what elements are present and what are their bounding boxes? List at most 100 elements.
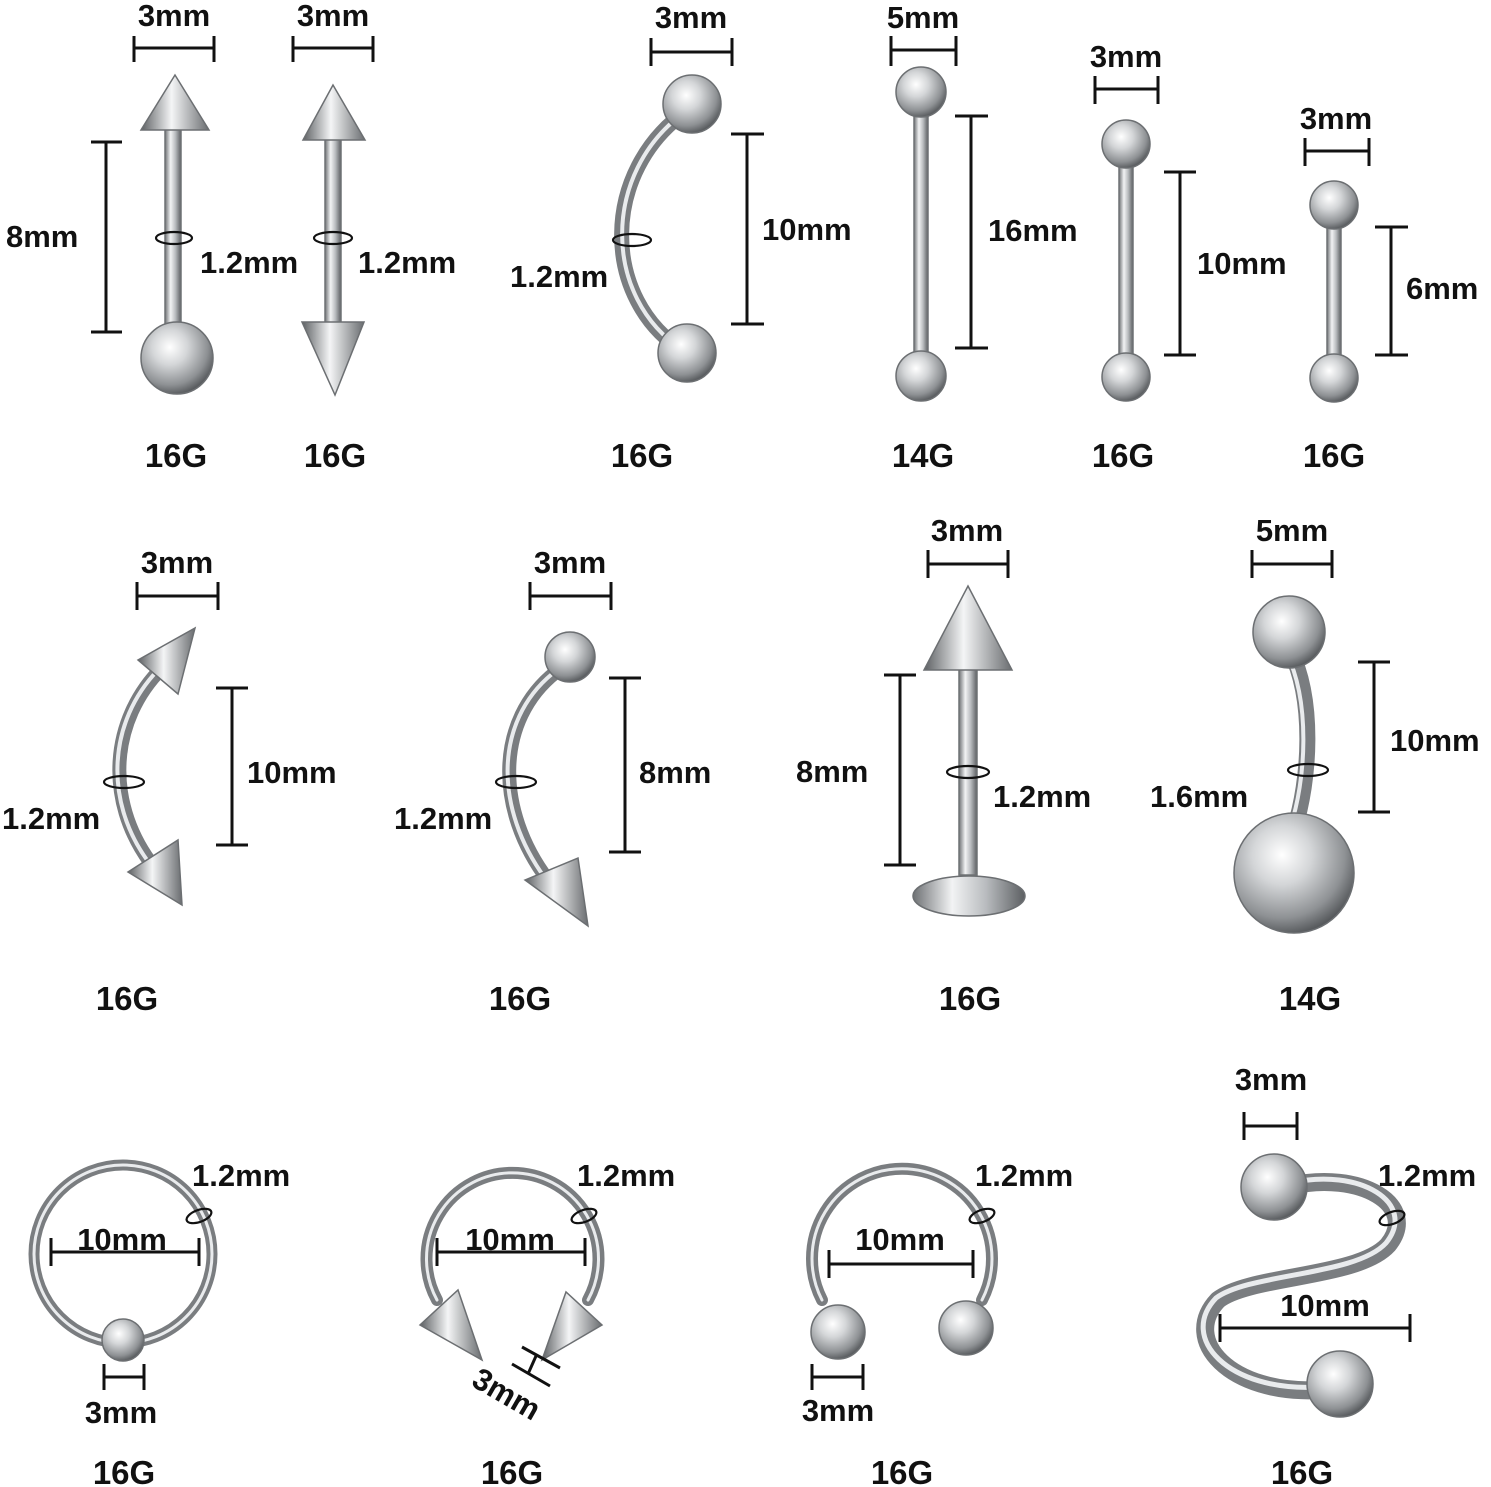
item-2-thickness-ring	[312, 230, 354, 246]
item-5-length-label: 10mm	[1197, 246, 1287, 281]
item-8-ball-dim	[528, 582, 613, 610]
item-8-ball-label: 3mm	[534, 545, 606, 580]
item-1-length-dim	[91, 140, 122, 334]
item-3-thickness-label: 1.2mm	[510, 259, 608, 294]
item-11-diameter-dim	[49, 1238, 201, 1266]
item-1-straight-barbell: 3mm 8mm 1.2mm 16G	[6, 0, 298, 474]
item-11-gauge-label: 16G	[93, 1454, 155, 1487]
item-8-length-dim	[609, 676, 641, 854]
item-13-diameter-label: 10mm	[855, 1222, 945, 1257]
item-2-spike-bottom	[300, 321, 366, 397]
item-3-ball-bottom	[657, 323, 717, 383]
item-14-diameter-label: 10mm	[1280, 1288, 1370, 1323]
item-5-gauge-label: 16G	[1092, 437, 1154, 474]
item-9-spike-top	[922, 584, 1014, 671]
item-11-captive-bead-ring: 10mm 1.2mm 3mm 16G	[28, 1158, 290, 1487]
item-14-twister-spiral: 3mm 1.2mm 10mm 16G	[1196, 1062, 1476, 1487]
item-1-ball-bottom	[140, 321, 214, 395]
item-14-thickness-ring	[1378, 1209, 1406, 1227]
item-7-length-label: 10mm	[247, 755, 337, 790]
item-2-spike-top	[301, 83, 367, 141]
item-4-bar	[913, 99, 929, 371]
item-12-diameter-dim	[435, 1238, 587, 1266]
item-9-labret: 3mm 8mm 1.2mm 16G	[796, 513, 1091, 1017]
item-3-ball-label: 3mm	[655, 0, 727, 35]
item-8-gauge-label: 16G	[489, 980, 551, 1017]
item-13-thickness-label: 1.2mm	[975, 1158, 1073, 1193]
item-4-gauge-label: 14G	[892, 437, 954, 474]
item-14-diameter-dim	[1218, 1314, 1412, 1342]
item-13-thickness-ring	[968, 1207, 996, 1225]
item-7-ball-dim	[135, 582, 220, 610]
item-10-thickness-ring	[1286, 762, 1330, 778]
item-3-ball-dim	[649, 38, 734, 66]
item-12-ball-label: 3mm	[467, 1361, 547, 1427]
item-4-ball-label: 5mm	[887, 0, 959, 35]
item-1-spike-top	[139, 73, 211, 131]
item-11-thickness-label: 1.2mm	[192, 1158, 290, 1193]
item-13-ball-dim	[810, 1364, 865, 1390]
item-13-gauge-label: 16G	[871, 1454, 933, 1487]
item-3-ball-top	[662, 74, 722, 134]
item-8-curved-barbell: 3mm 8mm 1.2mm 16G	[394, 545, 711, 1017]
item-6-length-dim	[1375, 225, 1408, 357]
item-8-ball-top	[544, 631, 596, 683]
item-12-horseshoe-spikes: 10mm 1.2mm 3mm 16G	[418, 1158, 675, 1487]
item-5-ball-top	[1101, 119, 1151, 169]
item-14-ball-top	[1240, 1153, 1308, 1221]
item-3-thickness-ring	[611, 232, 653, 248]
item-9-ball-dim	[926, 550, 1010, 578]
item-3-gauge-label: 16G	[611, 437, 673, 474]
item-10-ball-top	[1252, 595, 1326, 669]
item-10-gauge-label: 14G	[1279, 980, 1341, 1017]
item-10-ball-label: 5mm	[1256, 513, 1328, 548]
item-9-thickness-label: 1.2mm	[993, 779, 1091, 814]
item-7-spike-bottom	[126, 838, 183, 907]
item-7-gauge-label: 16G	[96, 980, 158, 1017]
item-8-length-label: 8mm	[639, 755, 711, 790]
item-14-thickness-label: 1.2mm	[1378, 1158, 1476, 1193]
item-1-thickness-label: 1.2mm	[200, 245, 298, 280]
item-12-diameter-label: 10mm	[465, 1222, 555, 1257]
item-6-ball-top	[1309, 180, 1359, 230]
item-1-ball-dim	[132, 36, 216, 62]
item-10-thickness-label: 1.6mm	[1150, 779, 1248, 814]
item-11-diameter-label: 10mm	[77, 1222, 167, 1257]
item-7-bar	[112, 661, 169, 869]
item-8-thickness-label: 1.2mm	[394, 801, 492, 836]
item-9-flat-disc	[912, 875, 1026, 917]
item-7-spike-top	[136, 626, 197, 696]
item-11-ball-label: 3mm	[85, 1395, 157, 1430]
item-10-length-dim	[1358, 660, 1390, 814]
item-13-horseshoe-balls: 10mm 1.2mm 3mm 16G	[802, 1158, 1073, 1487]
item-14-ball-dim	[1242, 1112, 1299, 1140]
item-2-ball-dim	[291, 36, 375, 62]
item-13-diameter-dim	[827, 1250, 975, 1278]
item-12-gauge-label: 16G	[481, 1454, 543, 1487]
item-4-length-dim	[955, 114, 988, 350]
item-12-spike-right	[540, 1290, 604, 1362]
item-1-thickness-ring	[154, 230, 194, 246]
item-5-ball-label: 3mm	[1090, 39, 1162, 74]
item-6-length-label: 6mm	[1406, 271, 1478, 306]
item-7-curved-spike-barbell: 3mm 10mm 1.2mm 16G	[2, 545, 337, 1017]
item-8-spike-bottom	[523, 856, 590, 928]
item-9-bar	[958, 664, 978, 876]
item-3-length-dim	[731, 132, 764, 326]
item-2-spike-barbell: 3mm 1.2mm 16G	[291, 0, 456, 474]
item-1-gauge-label: 16G	[145, 437, 207, 474]
item-12-thickness-label: 1.2mm	[577, 1158, 675, 1193]
item-10-belly-barbell: 5mm 10mm 1.6mm 14G	[1150, 513, 1480, 1017]
item-7-thickness-label: 1.2mm	[2, 801, 100, 836]
item-12-ball-dim	[511, 1345, 561, 1388]
item-9-ball-label: 3mm	[931, 513, 1003, 548]
item-5-ball-bottom	[1101, 352, 1151, 402]
item-4-ball-dim	[889, 36, 958, 66]
item-9-thickness-ring	[945, 764, 991, 780]
item-11-ball-dim	[102, 1364, 146, 1390]
item-14-spiral	[1196, 1173, 1406, 1400]
item-12-spike-left	[418, 1288, 484, 1362]
item-7-length-dim	[216, 686, 248, 847]
